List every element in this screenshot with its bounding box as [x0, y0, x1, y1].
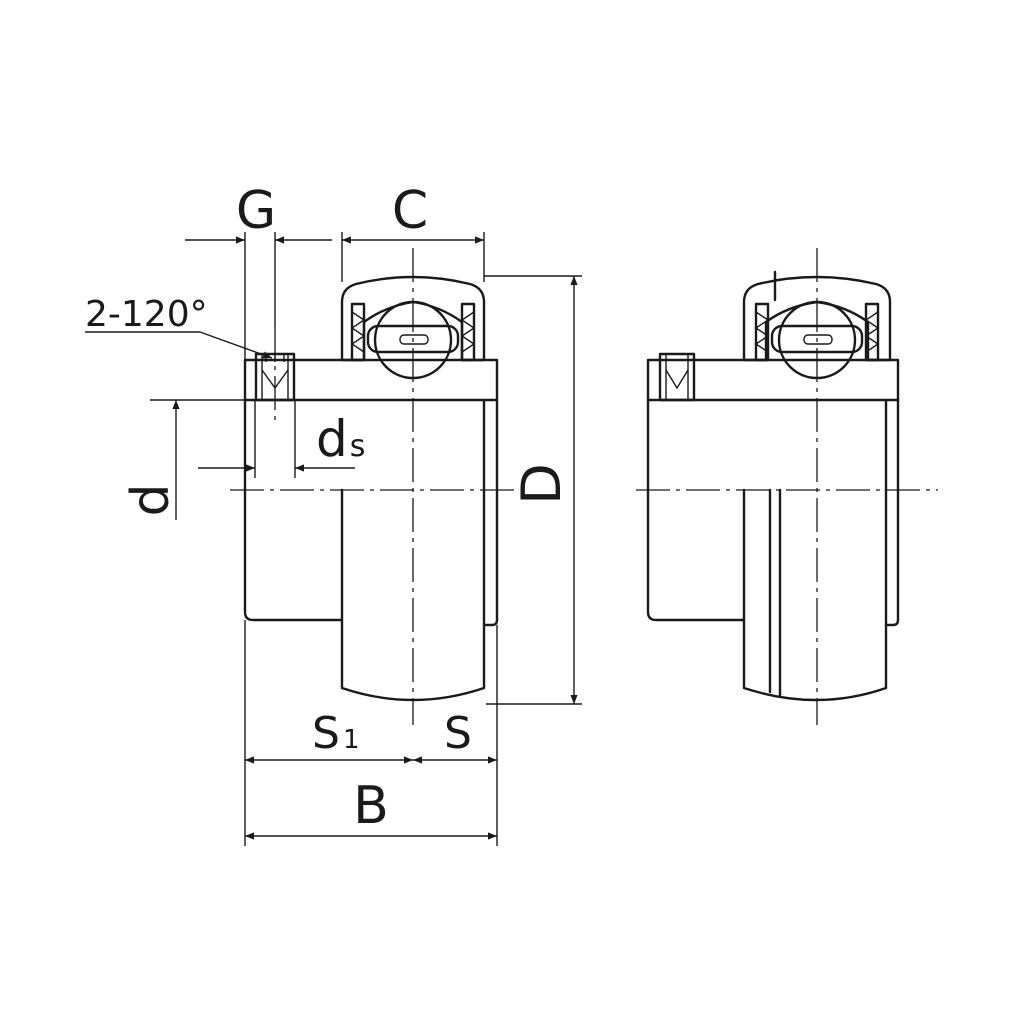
inner-ring-section	[243, 358, 499, 402]
label-angle: 2-120°	[85, 294, 208, 335]
right-seal-right	[864, 302, 880, 362]
label-d-lower: d	[121, 483, 181, 516]
right-set-screw	[658, 352, 696, 402]
seal-left	[350, 302, 366, 362]
cage-slot	[399, 334, 429, 345]
left-view	[230, 248, 520, 725]
seal-right	[460, 302, 476, 362]
right-inner-ring-body	[646, 398, 746, 622]
dimensions	[85, 232, 582, 846]
inner-ring-right-edge	[482, 398, 499, 627]
label-b: B	[353, 776, 389, 836]
label-ds: ds	[316, 410, 365, 468]
right-seal-left	[754, 302, 770, 362]
right-cage-slot	[803, 334, 833, 345]
angle-leader	[199, 331, 273, 359]
right-view	[636, 248, 938, 725]
right-inner-ring-section	[646, 358, 900, 402]
label-g: G	[236, 181, 276, 241]
label-s: S	[444, 708, 472, 759]
inner-ring-body	[243, 398, 344, 622]
label-c: C	[392, 181, 428, 241]
label-d-upper: D	[510, 463, 573, 505]
right-outer-ring-body	[742, 488, 888, 702]
